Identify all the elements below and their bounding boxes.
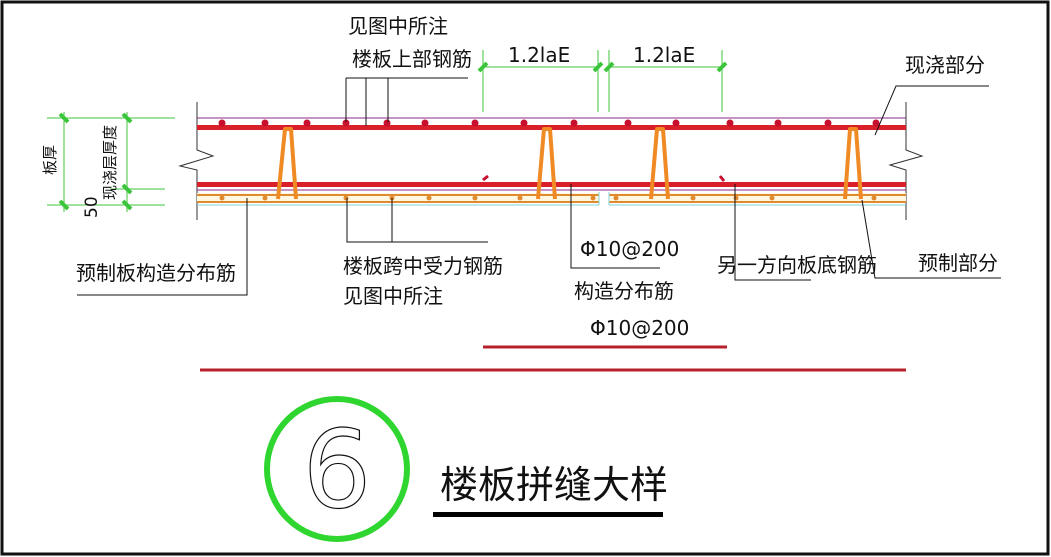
title-underline — [433, 512, 663, 517]
thickness-dimensions — [47, 112, 175, 212]
bottom-rebar — [197, 182, 906, 187]
other-direction-label: 另一方向板底钢筋 — [717, 253, 877, 277]
lap-length-right: 1.2laE — [633, 43, 695, 67]
detail-circle — [264, 396, 410, 542]
lap-length-left: 1.2laE — [508, 43, 570, 67]
precast-thickness-label: 50 — [82, 196, 102, 218]
top-rebar — [197, 125, 906, 130]
midspan-rebar-line1: 楼板跨中受力钢筋 — [343, 254, 503, 278]
detail-number: 6 — [303, 408, 372, 533]
drawing-title: 楼板拼缝大样 — [440, 463, 668, 507]
precast-panel-right — [608, 192, 906, 206]
precast-distribution-leader — [77, 198, 248, 296]
top-note-leader — [345, 77, 468, 126]
top-note-line1: 见图中所注 — [348, 14, 448, 38]
lattice-trusses — [276, 127, 863, 200]
cast-layer-thickness-label: 现浇层厚度 — [101, 125, 119, 200]
joint-bar-left — [482, 174, 489, 182]
joint-rebar-leader — [570, 184, 660, 269]
joint-bar-right — [718, 175, 726, 182]
top-distribution-bars — [218, 119, 880, 127]
joint-rebar-spec: Φ10@200 — [580, 237, 679, 261]
precast-panel-left — [197, 192, 600, 206]
joint-distribution-label: 构造分布筋 — [574, 279, 674, 303]
precast-part-label: 预制部分 — [918, 251, 998, 275]
other-direction-leader — [734, 184, 811, 281]
precast-distribution-label: 预制板构造分布筋 — [76, 261, 236, 285]
midspan-rebar-line2: 见图中所注 — [343, 284, 443, 308]
cast-in-place-leader — [874, 85, 989, 136]
precast-bars — [219, 195, 877, 201]
midspan-rebar-leader — [346, 198, 488, 243]
cast-in-place-label: 现浇部分 — [905, 53, 985, 77]
joint-distribution-spec: Φ10@200 — [590, 316, 689, 340]
break-line-right — [888, 102, 924, 220]
break-line-left — [178, 102, 215, 220]
top-note-line2: 楼板上部钢筋 — [352, 47, 472, 71]
lap-length-dimensions — [477, 50, 728, 112]
slab-section — [178, 102, 924, 220]
slab-thickness-label: 板厚 — [41, 145, 59, 175]
precast-part-leader — [861, 199, 1001, 279]
